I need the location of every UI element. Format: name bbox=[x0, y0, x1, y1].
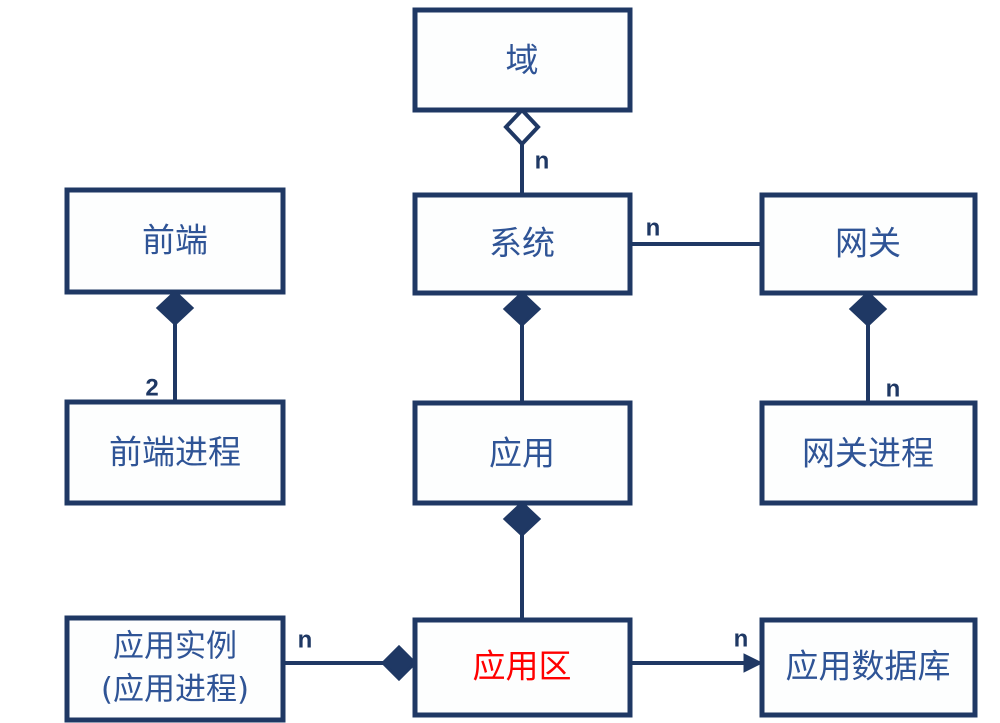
multiplicity-system-gateway: n bbox=[646, 214, 661, 241]
aggregation-diamond-icon bbox=[503, 107, 541, 147]
node-app-zone-box[interactable] bbox=[412, 617, 633, 718]
edge-appzone-database: n bbox=[630, 625, 764, 673]
multiplicity-appinstance-appzone: n bbox=[298, 626, 313, 653]
arrow-head-icon bbox=[743, 653, 764, 673]
node-frontend-label: 前端 bbox=[142, 221, 208, 260]
multiplicity-gateway-process: n bbox=[886, 375, 901, 402]
composition-diamond-icon bbox=[848, 290, 888, 328]
edge-system-application bbox=[502, 290, 542, 403]
node-system-label: 系统 bbox=[489, 224, 555, 263]
composition-diamond-icon bbox=[502, 290, 542, 328]
node-frontend[interactable]: 前端 bbox=[64, 187, 286, 295]
node-app-zone-label: 应用区 bbox=[473, 647, 572, 686]
node-app-database-box[interactable] bbox=[759, 617, 978, 718]
node-gateway-process-label: 网关进程 bbox=[802, 434, 934, 473]
multiplicity-appzone-database: n bbox=[734, 625, 749, 652]
node-gateway-box[interactable] bbox=[759, 192, 978, 296]
composition-diamond-icon bbox=[502, 500, 542, 538]
node-app-zone[interactable]: 应用区 bbox=[412, 617, 633, 718]
node-app-instance-box[interactable] bbox=[64, 615, 286, 723]
node-app-instance-label-line1: 应用实例 bbox=[113, 629, 237, 665]
edge-application-appzone bbox=[502, 500, 542, 620]
node-domain-box[interactable] bbox=[412, 7, 633, 113]
node-app-database[interactable]: 应用数据库 bbox=[759, 617, 978, 718]
node-gateway-label: 网关 bbox=[835, 224, 901, 263]
node-gateway-process[interactable]: 网关进程 bbox=[759, 400, 978, 506]
node-app-instance-label-line2: (应用进程) bbox=[101, 672, 249, 708]
edge-domain-system: n bbox=[503, 107, 550, 195]
multiplicity-frontend-process: 2 bbox=[145, 374, 158, 401]
node-frontend-process-label: 前端进程 bbox=[109, 433, 241, 472]
node-domain-label: 域 bbox=[506, 41, 539, 80]
composition-diamond-icon bbox=[380, 644, 418, 682]
edge-appinstance-appzone: n bbox=[283, 626, 418, 682]
node-application[interactable]: 应用 bbox=[412, 400, 633, 506]
edge-system-gateway: n bbox=[630, 214, 762, 246]
composition-diamond-icon bbox=[155, 289, 195, 327]
node-frontend-process[interactable]: 前端进程 bbox=[64, 399, 286, 506]
node-frontend-process-box[interactable] bbox=[64, 399, 286, 506]
node-app-instance[interactable]: 应用实例 (应用进程) bbox=[64, 615, 286, 723]
node-system-box[interactable] bbox=[412, 192, 633, 296]
node-app-database-label: 应用数据库 bbox=[786, 647, 951, 686]
node-domain[interactable]: 域 bbox=[412, 7, 633, 113]
node-system[interactable]: 系统 bbox=[412, 192, 633, 296]
edge-frontend-process: 2 bbox=[145, 289, 195, 402]
edge-gateway-process: n bbox=[848, 290, 901, 403]
node-gateway-process-box[interactable] bbox=[759, 400, 978, 506]
node-application-label: 应用 bbox=[489, 434, 555, 473]
node-gateway[interactable]: 网关 bbox=[759, 192, 978, 296]
multiplicity-domain-system: n bbox=[535, 147, 550, 174]
node-frontend-box[interactable] bbox=[64, 187, 286, 295]
node-application-box[interactable] bbox=[412, 400, 633, 506]
